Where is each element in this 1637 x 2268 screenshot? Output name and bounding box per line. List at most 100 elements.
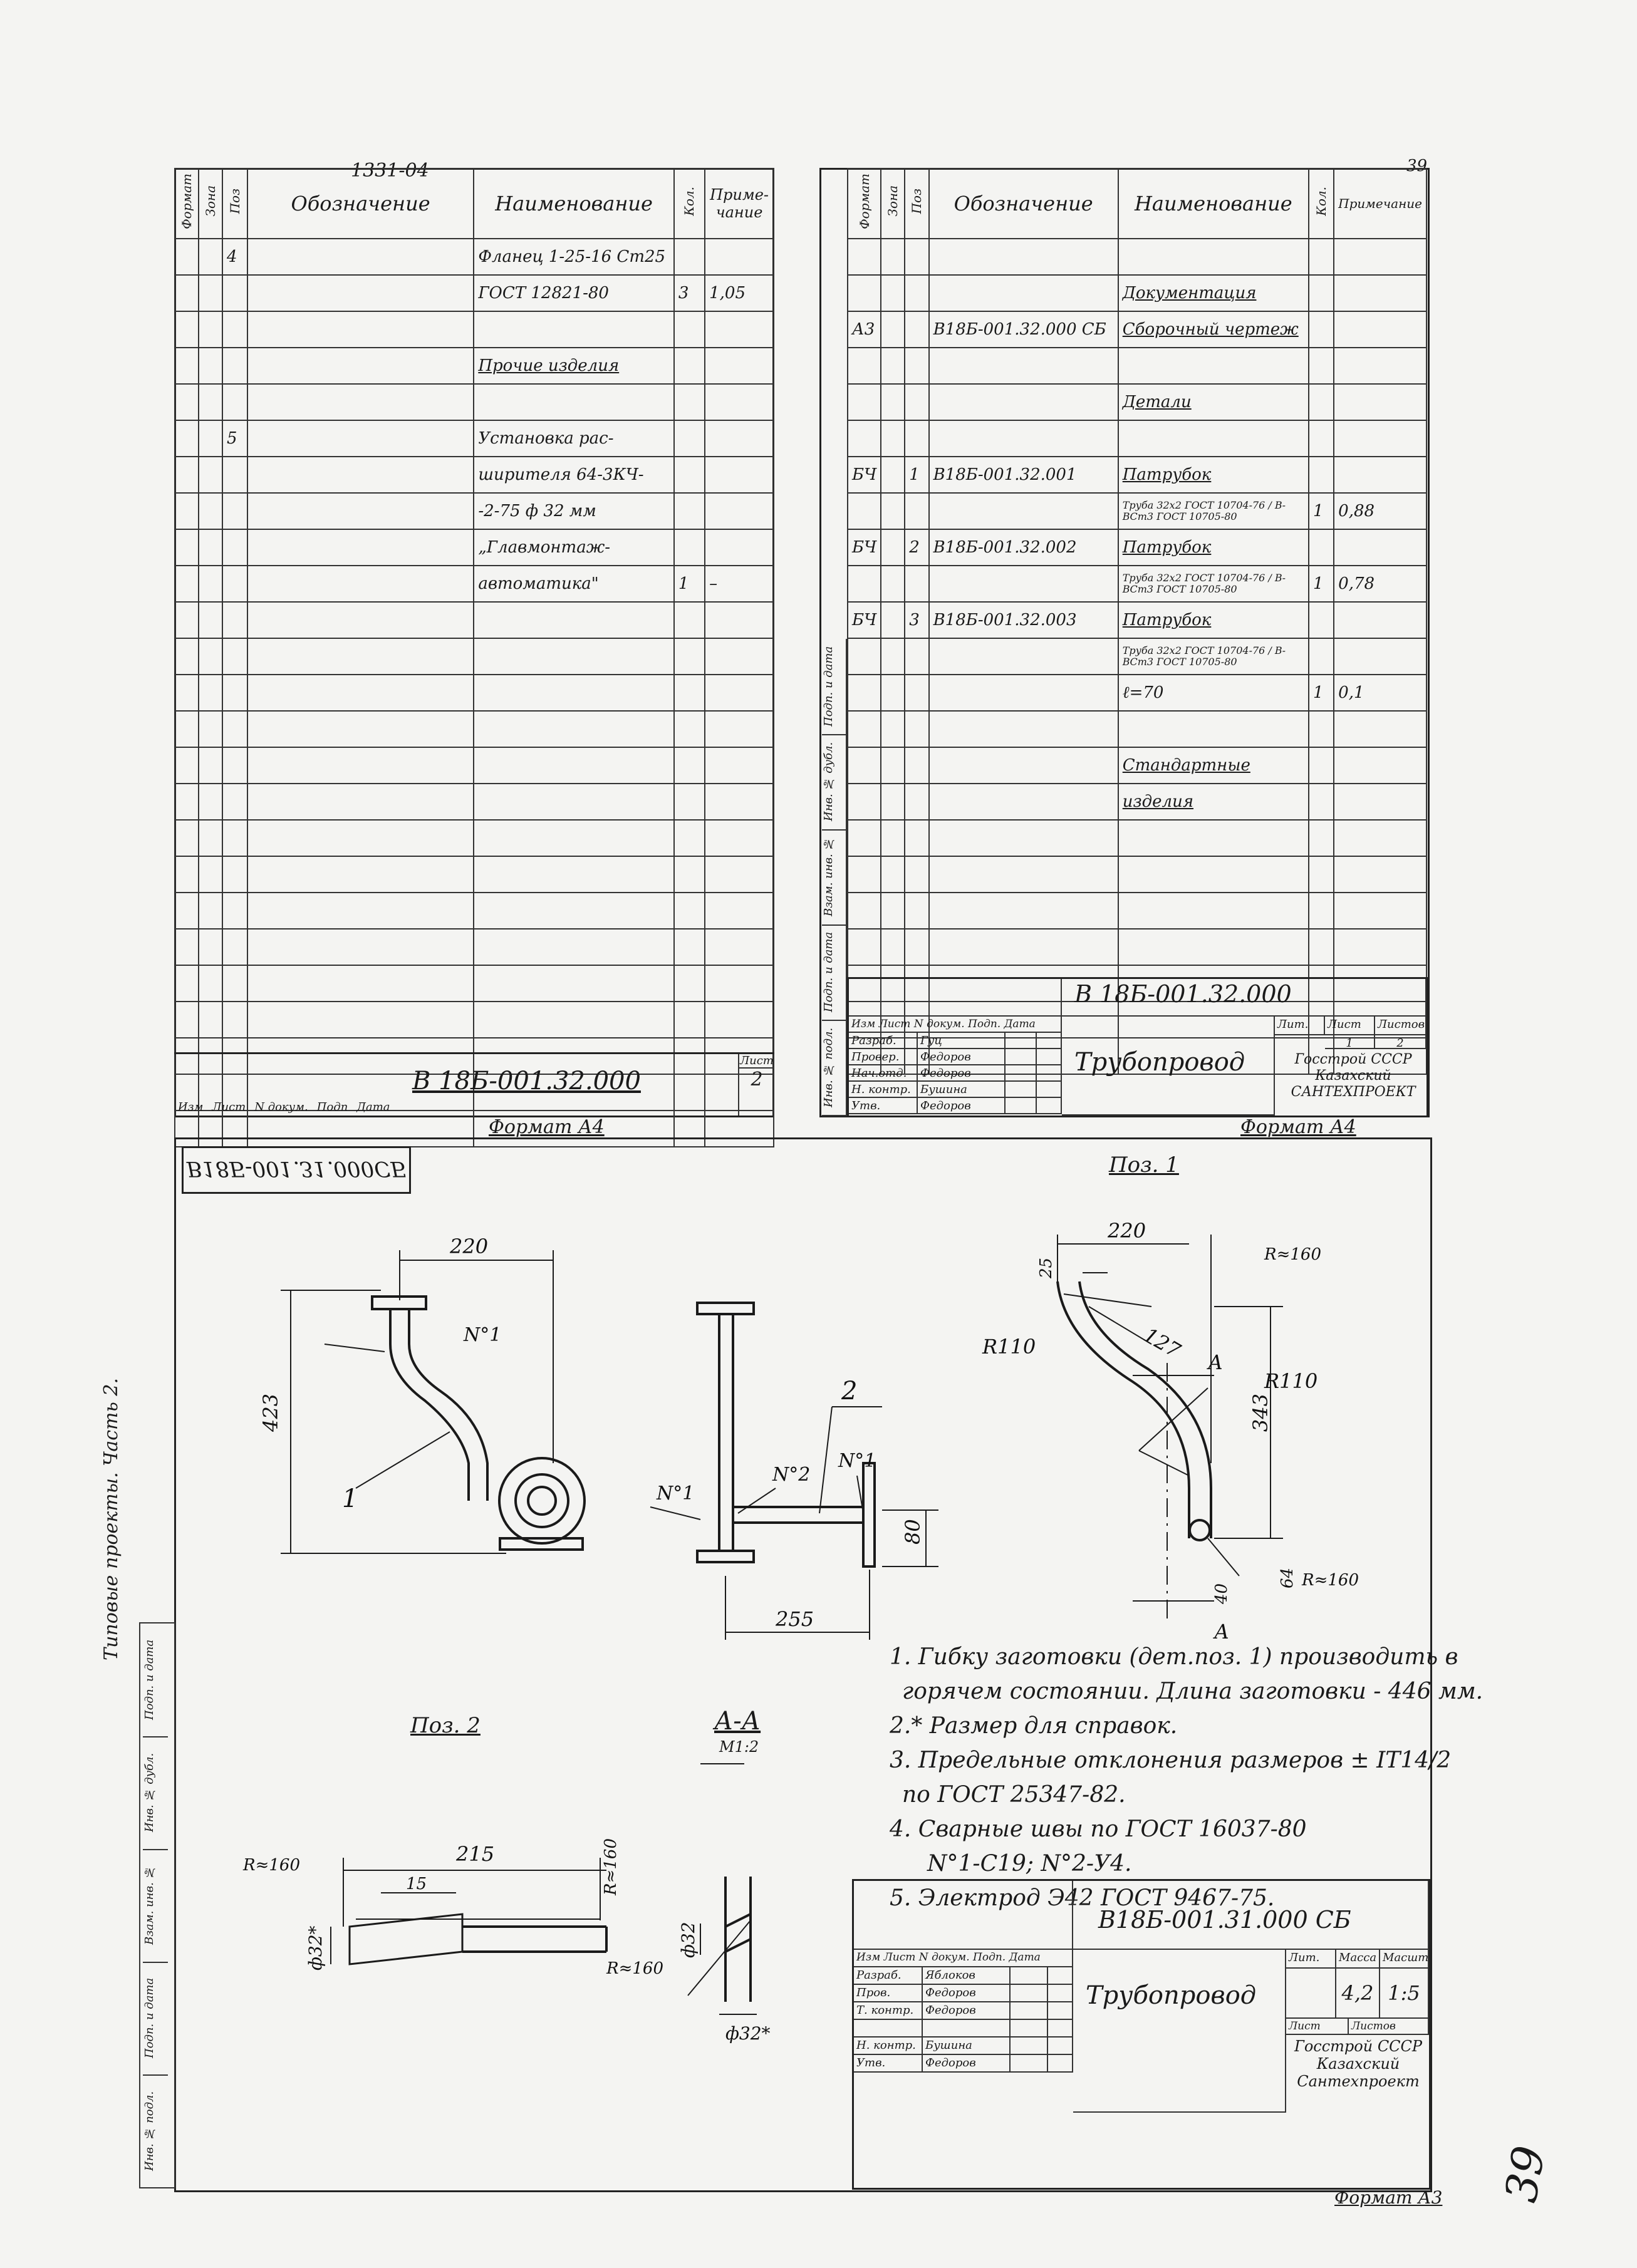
cell-fmt bbox=[174, 1001, 199, 1038]
table-row: Документация bbox=[846, 274, 1427, 312]
cell-qty bbox=[673, 747, 706, 784]
table-row bbox=[174, 1001, 774, 1038]
stamp-role: Н. контр. bbox=[854, 2038, 923, 2055]
cell-qty bbox=[1307, 747, 1335, 784]
cell-name: автоматика" bbox=[473, 565, 675, 603]
cell-qty bbox=[673, 1001, 706, 1038]
cell-designation bbox=[246, 638, 475, 675]
cell-zone bbox=[198, 238, 223, 276]
callout-2: 2 bbox=[841, 1377, 857, 1406]
cell-qty bbox=[1307, 710, 1335, 748]
cell-pos bbox=[222, 347, 248, 385]
table-row bbox=[846, 347, 1427, 385]
cell-note bbox=[704, 710, 774, 748]
cell-designation bbox=[246, 529, 475, 566]
cell-zone bbox=[880, 928, 906, 966]
cell-fmt bbox=[174, 347, 199, 385]
cell-designation: В18Б-001.32.003 bbox=[928, 601, 1119, 639]
cell-qty bbox=[1307, 1037, 1335, 1075]
cell-qty bbox=[1307, 638, 1335, 675]
cell-fmt bbox=[174, 674, 199, 712]
cell-note bbox=[1333, 456, 1427, 494]
cell-note bbox=[1333, 856, 1427, 893]
cell-pos bbox=[904, 565, 930, 603]
dorg-line-3: Сантехпроект bbox=[1297, 2073, 1420, 2090]
cell-designation bbox=[246, 783, 475, 821]
pos1-title: Поз. 1 bbox=[1109, 1152, 1179, 1178]
section-scale: М1:2 bbox=[719, 1738, 759, 1756]
pipe-bent-1 bbox=[389, 1309, 470, 1501]
cell-name bbox=[1117, 819, 1309, 857]
cell-zone bbox=[198, 638, 223, 675]
cell-pos bbox=[904, 819, 930, 857]
cell-qty bbox=[673, 710, 706, 748]
cell-designation bbox=[246, 747, 475, 784]
dstamp-scale-val: 1:5 bbox=[1380, 1969, 1429, 2019]
note-line: горячем состоянии. Длина заготовки - 446… bbox=[902, 1679, 1484, 1704]
cell-pos bbox=[904, 274, 930, 312]
cell-fmt bbox=[846, 856, 882, 893]
cell-pos bbox=[222, 383, 248, 421]
cell-note bbox=[704, 420, 774, 457]
dstamp-footer: Изм Лист N докум. Подп. Дата bbox=[854, 1950, 1073, 1967]
cell-fmt bbox=[174, 529, 199, 566]
cell-fmt bbox=[846, 928, 882, 966]
cell-zone bbox=[198, 529, 223, 566]
cell-fmt bbox=[174, 747, 199, 784]
stamp-date bbox=[1048, 1985, 1073, 2002]
rstamp-title: Трубопровод bbox=[1062, 1017, 1275, 1116]
cell-note bbox=[704, 928, 774, 966]
flange-ring-outer bbox=[498, 1457, 586, 1545]
cell-note bbox=[1333, 710, 1427, 748]
cell-designation bbox=[928, 965, 1119, 1002]
stamp-person: Федоров bbox=[923, 2055, 1011, 2073]
cell-designation bbox=[928, 674, 1119, 712]
flange-branch bbox=[862, 1462, 876, 1568]
rcol-pos: Поз bbox=[909, 188, 925, 214]
cell-qty bbox=[1307, 238, 1335, 276]
stamp-person: Федоров bbox=[923, 1985, 1011, 2002]
cell-name: Труба 32х2 ГОСТ 10704-76 / В-ВСт3 ГОСТ 1… bbox=[1117, 492, 1309, 530]
cell-qty bbox=[673, 892, 706, 929]
dstamp-scale: Масштаб bbox=[1380, 1950, 1429, 1969]
cell-zone bbox=[198, 819, 223, 857]
note-line: по ГОСТ 25347-82. bbox=[902, 1782, 1126, 1808]
cell-fmt bbox=[846, 747, 882, 784]
view-pos1 bbox=[1056, 1235, 1283, 1620]
cell-zone bbox=[880, 965, 906, 1002]
cell-name bbox=[473, 965, 675, 1002]
stamp-role bbox=[854, 2020, 923, 2038]
left-sheet-no: 2 bbox=[751, 1069, 763, 1090]
stamp-role: Разраб. bbox=[849, 1033, 918, 1049]
table-row: Стандартные bbox=[846, 747, 1427, 784]
cell-name bbox=[473, 383, 675, 421]
note-line: 5. Электрод Э42 ГОСТ 9467-75. bbox=[890, 1885, 1275, 1911]
rfooter-izm: Изм bbox=[851, 1018, 876, 1030]
rcol-designation: Обозначение bbox=[928, 168, 1119, 239]
dim-220a: 220 bbox=[449, 1235, 488, 1258]
cell-name bbox=[473, 1074, 675, 1111]
cell-qty bbox=[1307, 347, 1335, 385]
cell-designation bbox=[928, 856, 1119, 893]
cell-note bbox=[704, 1110, 774, 1147]
stamp-person: Яблоков bbox=[923, 1967, 1011, 1985]
table-row bbox=[846, 819, 1427, 857]
dstamp-title: Трубопровод bbox=[1073, 1950, 1286, 2113]
cell-fmt bbox=[174, 238, 199, 276]
stamp-sign bbox=[1006, 1065, 1037, 1082]
cell-name bbox=[1117, 1001, 1309, 1038]
flange-ring-mid bbox=[514, 1473, 569, 1528]
drawing-format-label: Формат А3 bbox=[1334, 2187, 1443, 2208]
cell-name: Патрубок bbox=[1117, 456, 1309, 494]
stamp-date bbox=[1048, 2038, 1073, 2055]
dim-r160a: R≈160 bbox=[1264, 1245, 1321, 1264]
stamp-date bbox=[1037, 1098, 1062, 1114]
table-row bbox=[174, 601, 774, 639]
cell-note bbox=[704, 347, 774, 385]
rcol-note: Примечание bbox=[1333, 168, 1427, 239]
stamp-person: Федоров bbox=[918, 1049, 1006, 1065]
cell-qty bbox=[673, 674, 706, 712]
